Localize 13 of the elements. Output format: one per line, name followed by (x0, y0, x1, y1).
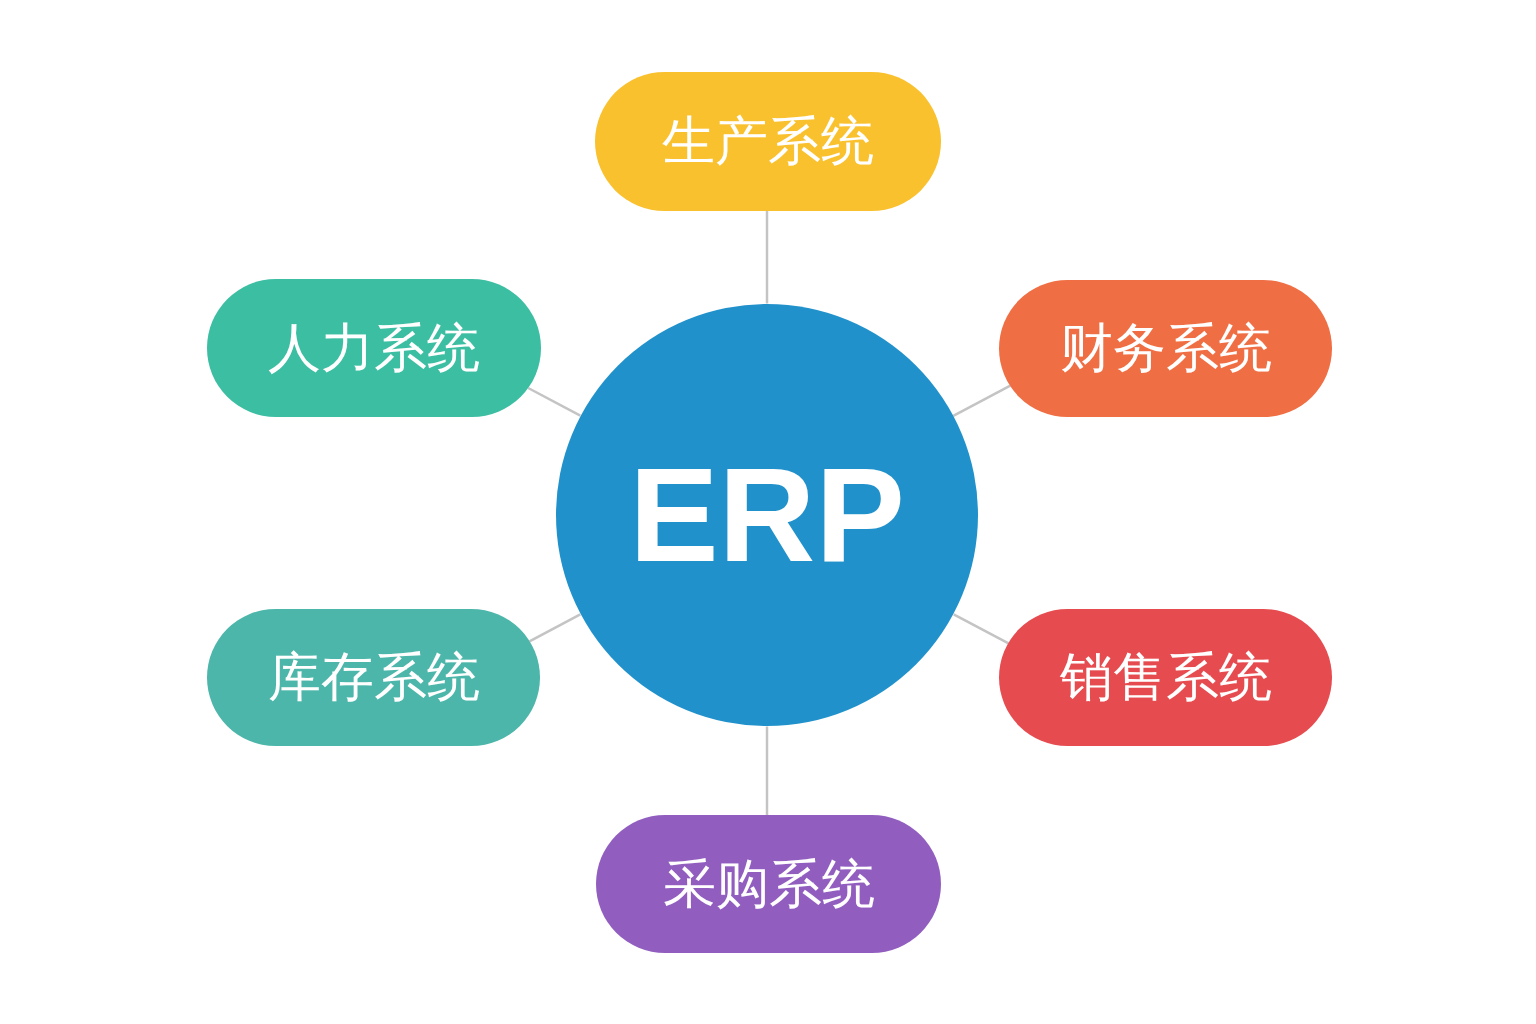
connector-line (765, 726, 769, 815)
system-label: 生产系统 (662, 112, 874, 171)
system-label: 财务系统 (1059, 319, 1272, 378)
system-label: 库存系统 (267, 648, 480, 707)
system-label: 销售系统 (1059, 648, 1272, 707)
connector-line (765, 211, 769, 304)
center-label: ERP (629, 448, 905, 582)
system-label: 采购系统 (662, 854, 875, 914)
system-label: 人力系统 (268, 318, 480, 378)
connector-line (953, 613, 1010, 645)
connector-line (952, 384, 1011, 417)
connector-line (527, 386, 581, 417)
connector-line (528, 613, 581, 643)
